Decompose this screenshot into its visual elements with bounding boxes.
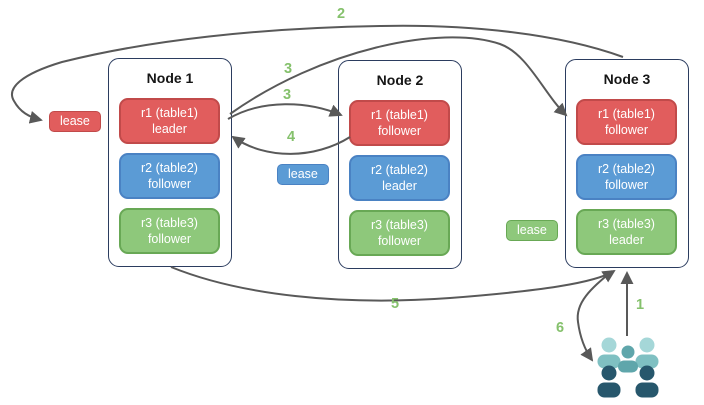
arrow-step-2 (11, 24, 624, 124)
replica-name: r3 (table3) (371, 217, 428, 232)
step-label-3a: 3 (284, 61, 293, 77)
step-label-3b: 3 (283, 87, 292, 103)
replica-name: r1 (table1) (371, 107, 428, 122)
replica-name: r2 (table2) (371, 162, 428, 177)
replica-role: follower (377, 234, 422, 248)
node-3-replica-r1: r1 (table1) follower (576, 99, 677, 145)
lease-badge-table1: lease (49, 111, 101, 132)
users-light-left (597, 337, 621, 369)
replica-role: follower (147, 232, 192, 246)
node-1: Node 1 r1 (table1) leader r2 (table2) fo… (108, 58, 232, 267)
lease-badge-table2: lease (277, 164, 329, 185)
node-2: Node 2 r1 (table1) follower r2 (table2) … (338, 60, 462, 269)
replica-name: r3 (table3) (141, 215, 198, 230)
node-1-replica-r2: r2 (table2) follower (119, 153, 220, 199)
node-2-replica-r3: r3 (table3) follower (349, 210, 450, 256)
node-1-replica-r1: r1 (table1) leader (119, 98, 220, 144)
node-3: Node 3 r1 (table1) follower r2 (table2) … (565, 59, 689, 268)
node-3-replica-r3: r3 (table3) leader (576, 209, 677, 255)
step-label-2: 2 (337, 6, 346, 22)
replica-name: r1 (table1) (141, 105, 198, 120)
node-1-replica-r3: r3 (table3) follower (119, 208, 220, 254)
step-label-6: 6 (556, 320, 565, 336)
step-label-5: 5 (391, 296, 400, 312)
users-dark-left (597, 365, 621, 398)
node-2-replica-r2: r2 (table2) leader (349, 155, 450, 201)
replica-role: follower (604, 178, 649, 192)
arrow-step-3-to-node2 (227, 103, 343, 120)
replica-role: follower (604, 123, 649, 137)
node-3-replica-r2: r2 (table2) follower (576, 154, 677, 200)
node-1-title: Node 1 (146, 70, 194, 86)
replica-name: r1 (table1) (598, 106, 655, 121)
replica-role: leader (152, 122, 187, 136)
users-light-right (635, 337, 659, 369)
step-label-1: 1 (636, 297, 645, 313)
users-medium-center (618, 345, 638, 373)
replica-name: r2 (table2) (141, 160, 198, 175)
node-3-title: Node 3 (603, 71, 651, 87)
lease-badge-table3: lease (506, 220, 558, 241)
users-dark-right (635, 365, 659, 398)
node-2-replica-r1: r1 (table1) follower (349, 100, 450, 146)
step-label-4: 4 (287, 129, 296, 145)
users-group-icon (597, 337, 659, 398)
replica-role: leader (382, 179, 417, 193)
node-2-title: Node 2 (376, 72, 424, 88)
replica-role: leader (609, 233, 644, 247)
replica-role: follower (377, 124, 422, 138)
replica-role: follower (147, 177, 192, 191)
replica-name: r2 (table2) (598, 161, 655, 176)
replica-name: r3 (table3) (598, 216, 655, 231)
